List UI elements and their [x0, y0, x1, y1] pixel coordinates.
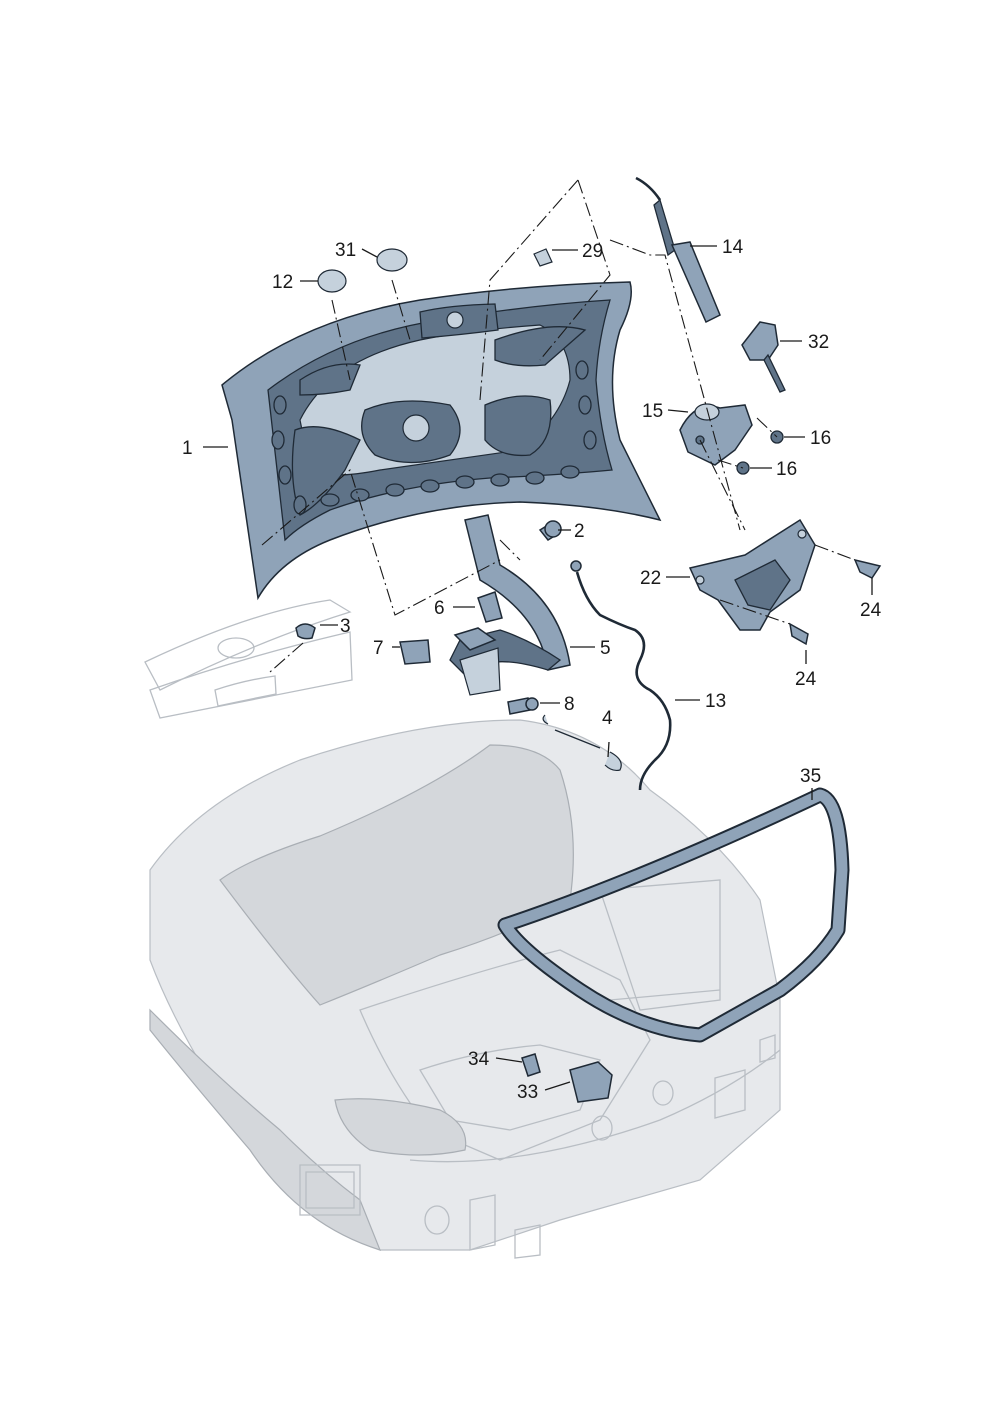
lock-cylinder — [741, 321, 779, 361]
cap-12 — [317, 269, 347, 293]
callout-4: 4 — [602, 708, 613, 729]
callout-labels: 1 2 3 4 5 6 7 8 12 13 14 15 16 16 22 24 … — [182, 237, 882, 1103]
leader-lines — [203, 245, 873, 1091]
callout-2: 2 — [574, 521, 585, 542]
callout-16-upper: 16 — [810, 428, 831, 449]
plug-29 — [533, 248, 553, 267]
lift-strut — [635, 176, 721, 324]
callout-33: 33 — [517, 1082, 538, 1103]
callout-35: 35 — [800, 766, 821, 787]
callout-22: 22 — [640, 568, 661, 589]
callout-1: 1 — [182, 438, 193, 459]
tail-light — [334, 1098, 467, 1156]
striker-33 — [569, 1061, 613, 1103]
callout-29: 29 — [582, 241, 603, 262]
callout-32: 32 — [808, 332, 829, 353]
callout-12: 12 — [272, 272, 293, 293]
callout-7: 7 — [373, 638, 384, 659]
callout-13: 13 — [705, 691, 726, 712]
alignment-lines — [261, 179, 856, 673]
bolt-34 — [521, 1053, 541, 1077]
callout-3: 3 — [340, 616, 351, 637]
callout-8: 8 — [564, 694, 575, 715]
callout-5: 5 — [600, 638, 611, 659]
lock-striker — [688, 518, 816, 631]
rear-window — [219, 744, 574, 1006]
callout-6: 6 — [434, 598, 445, 619]
trunk-lock — [679, 403, 753, 466]
hinge-assembly — [295, 514, 571, 715]
lock-cable — [570, 560, 672, 791]
car-rear-body — [144, 599, 781, 1259]
callout-16-lower: 16 — [776, 459, 797, 480]
callout-24-right: 24 — [860, 600, 882, 621]
callout-31: 31 — [335, 240, 356, 261]
trunk-lid — [221, 281, 662, 601]
callout-15: 15 — [642, 401, 663, 422]
bolt-24a — [853, 558, 882, 579]
callout-34: 34 — [468, 1049, 490, 1070]
bolt-24b — [789, 622, 809, 646]
cap-31 — [376, 248, 408, 272]
callout-24-lower: 24 — [795, 669, 817, 690]
trunk-seal — [497, 787, 850, 1043]
callout-14: 14 — [722, 237, 744, 258]
gas-spring — [542, 714, 622, 772]
